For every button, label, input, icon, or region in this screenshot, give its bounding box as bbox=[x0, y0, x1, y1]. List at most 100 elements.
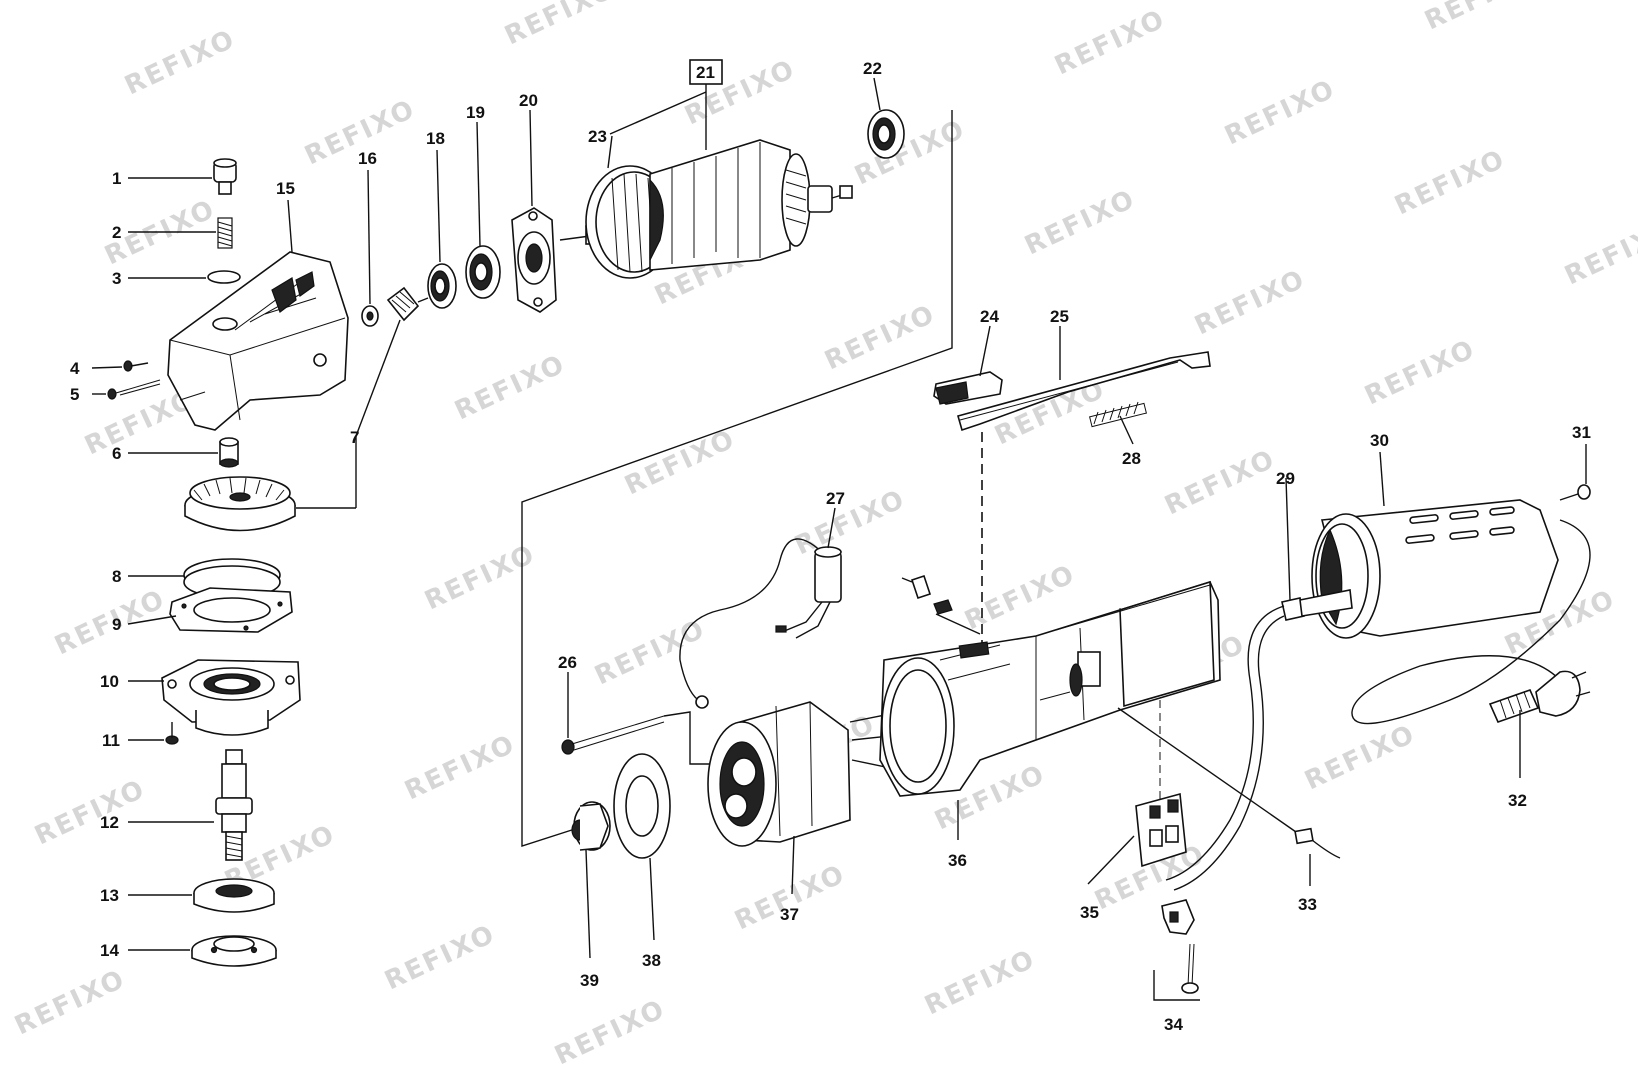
callout-labels: 1 2 3 4 5 6 7 8 9 10 11 12 13 14 15 16 1… bbox=[70, 59, 1591, 1034]
bearing-plate-20 bbox=[511, 207, 557, 313]
callout-14: 14 bbox=[100, 941, 119, 960]
watermark: REFIXO bbox=[1050, 4, 1170, 81]
switch-parts-group bbox=[933, 351, 1211, 660]
armature-23 bbox=[559, 139, 853, 279]
callout-1: 1 bbox=[112, 169, 121, 188]
flange-nut-14 bbox=[191, 935, 277, 967]
o-ring-3 bbox=[207, 270, 241, 284]
callout-38: 38 bbox=[642, 951, 661, 970]
watermark: REFIXO bbox=[50, 584, 170, 661]
screw-31 bbox=[1559, 484, 1591, 501]
callout-29: 29 bbox=[1276, 469, 1295, 488]
carbon-brush-33 bbox=[1117, 707, 1341, 859]
watermark: REFIXO bbox=[1560, 214, 1638, 291]
watermark: REFIXO bbox=[1420, 0, 1540, 36]
watermark: REFIXO bbox=[1360, 334, 1480, 411]
pinion-gear bbox=[386, 286, 429, 322]
callout-25: 25 bbox=[1050, 307, 1069, 326]
brush-clip bbox=[901, 574, 981, 635]
power-cord bbox=[1351, 519, 1591, 725]
screw-11 bbox=[165, 722, 179, 745]
callout-16: 16 bbox=[358, 149, 377, 168]
long-screw-26 bbox=[561, 711, 710, 765]
flange-13 bbox=[193, 878, 275, 913]
callout-31: 31 bbox=[1572, 423, 1591, 442]
gasket-9 bbox=[169, 587, 293, 633]
watermark: REFIXO bbox=[400, 729, 520, 806]
callout-36: 36 bbox=[948, 851, 967, 870]
cable-clamp-34 bbox=[1153, 899, 1200, 1001]
watermark: REFIXO bbox=[1190, 264, 1310, 341]
callout-7: 7 bbox=[350, 428, 359, 447]
stator-37 bbox=[707, 701, 909, 847]
rubber-bushing-39 bbox=[571, 801, 611, 851]
watermark: REFIXO bbox=[30, 774, 150, 851]
capacitor-27 bbox=[679, 538, 842, 709]
watermark: REFIXO bbox=[920, 944, 1040, 1021]
power-plug-32 bbox=[1488, 670, 1591, 723]
callout-30: 30 bbox=[1370, 431, 1389, 450]
callout-19: 19 bbox=[466, 103, 485, 122]
watermark: REFIXO bbox=[1390, 144, 1510, 221]
watermark: REFIXO bbox=[820, 299, 940, 376]
callout-13: 13 bbox=[100, 886, 119, 905]
spindle-12 bbox=[215, 749, 253, 861]
watermark: REFIXO bbox=[730, 859, 850, 936]
spring-28 bbox=[1089, 401, 1147, 428]
callout-5: 5 bbox=[70, 385, 79, 404]
screw-5 bbox=[107, 379, 161, 400]
callout-26: 26 bbox=[558, 653, 577, 672]
watermark: REFIXO bbox=[1220, 74, 1340, 151]
watermark: REFIXO bbox=[590, 614, 710, 691]
switch-button-24 bbox=[933, 371, 1003, 405]
rear-cover-30 bbox=[1311, 499, 1559, 639]
callout-37: 37 bbox=[780, 905, 799, 924]
bearing-22 bbox=[867, 109, 905, 159]
bearing-18 bbox=[427, 263, 457, 309]
watermark: REFIXO bbox=[550, 994, 670, 1071]
watermark: REFIXO bbox=[500, 0, 620, 51]
spring-2 bbox=[217, 217, 233, 249]
cable-group bbox=[1117, 484, 1591, 1001]
assembly-boundary bbox=[521, 110, 953, 847]
watermark: REFIXO bbox=[380, 919, 500, 996]
motor-housing-36 bbox=[879, 580, 1221, 797]
nut-16 bbox=[361, 305, 379, 327]
armature-row-group bbox=[361, 109, 905, 327]
callout-27: 27 bbox=[826, 489, 845, 508]
watermark: REFIXO bbox=[790, 484, 910, 561]
callout-24: 24 bbox=[980, 307, 999, 326]
watermark: REFIXO bbox=[450, 349, 570, 426]
bushing-6 bbox=[219, 437, 239, 468]
callout-6: 6 bbox=[112, 444, 121, 463]
motor-group bbox=[561, 538, 1221, 859]
cap-screw-1 bbox=[213, 158, 237, 195]
callout-33: 33 bbox=[1298, 895, 1317, 914]
bearing-flange-10 bbox=[161, 659, 301, 736]
cable-grommet-29 bbox=[1165, 589, 1353, 891]
callout-11: 11 bbox=[102, 731, 120, 750]
callout-12: 12 bbox=[100, 813, 119, 832]
watermark: REFIXO bbox=[960, 559, 1080, 636]
callout-22: 22 bbox=[863, 59, 882, 78]
callout-8: 8 bbox=[112, 567, 121, 586]
callout-35: 35 bbox=[1080, 903, 1099, 922]
callout-28: 28 bbox=[1122, 449, 1141, 468]
watermark: REFIXO bbox=[10, 964, 130, 1041]
screw-4 bbox=[123, 360, 149, 372]
washer-38 bbox=[613, 753, 671, 859]
callout-9: 9 bbox=[112, 615, 121, 634]
switch-35 bbox=[1135, 700, 1187, 868]
callout-21-box bbox=[689, 59, 723, 85]
switch-rod-25 bbox=[957, 351, 1211, 432]
callout-39: 39 bbox=[580, 971, 599, 990]
watermark: REFIXO bbox=[1020, 184, 1140, 261]
bevel-gear-7 bbox=[184, 476, 296, 532]
callout-21: 21 bbox=[696, 63, 715, 82]
callout-23: 23 bbox=[588, 127, 607, 146]
bearing-19 bbox=[465, 245, 501, 299]
watermark: REFIXO bbox=[1300, 719, 1420, 796]
watermark: REFIXO bbox=[1160, 444, 1280, 521]
callout-2: 2 bbox=[112, 223, 121, 242]
watermark: REFIXO bbox=[620, 424, 740, 501]
